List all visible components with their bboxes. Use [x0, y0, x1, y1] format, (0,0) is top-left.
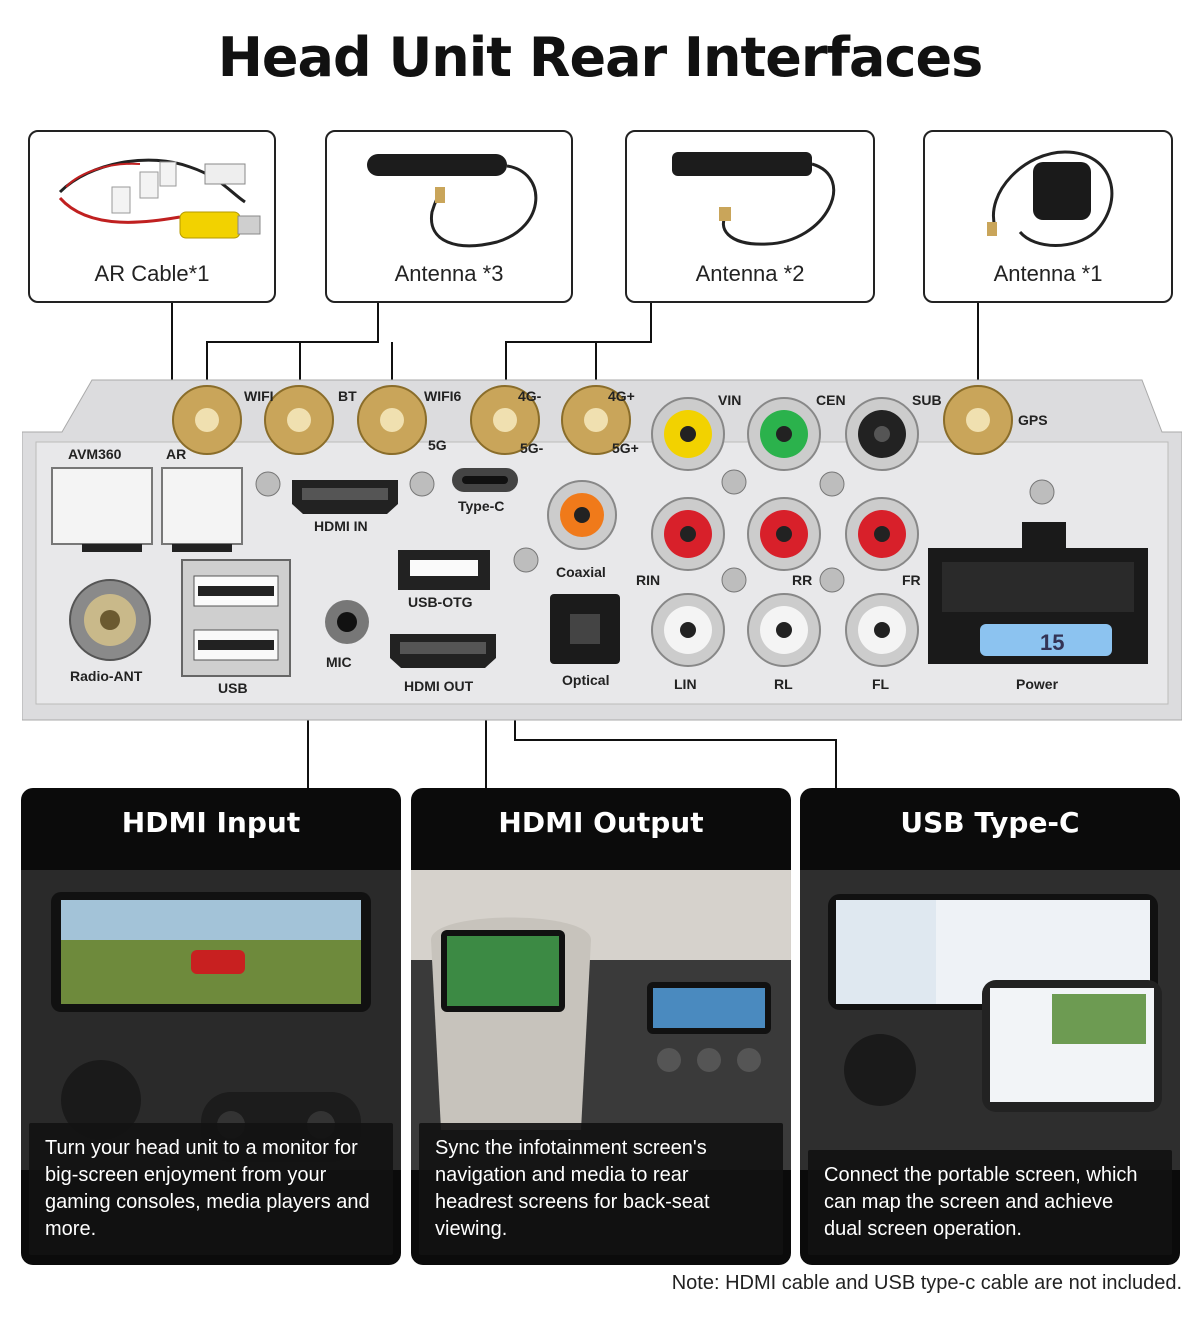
sma-connectors: [172, 385, 1013, 455]
headrest-screen-icon: [411, 870, 791, 1170]
antenna-2-box: Antenna *2: [625, 130, 875, 303]
card-caption: Turn your head unit to a monitor for big…: [29, 1123, 393, 1255]
label-usb: USB: [218, 680, 248, 696]
card-caption: Connect the portable screen, which can m…: [808, 1150, 1172, 1255]
label-gps: GPS: [1018, 412, 1048, 428]
page-title: Head Unit Rear Interfaces: [217, 26, 984, 89]
label-power: Power: [1016, 676, 1059, 692]
gps-antenna-icon: [987, 150, 1114, 247]
label-cen: CEN: [816, 392, 846, 408]
antenna-3-label: Antenna *3: [394, 261, 504, 286]
label-wifi: WIFI: [244, 388, 274, 404]
ar-cable-icon: [58, 158, 261, 239]
card-caption: Sync the infotainment screen's navigatio…: [419, 1123, 783, 1255]
ar-cable-label: AR Cable*1: [94, 261, 210, 286]
antenna-1-box: Antenna *1: [923, 130, 1173, 303]
label-rin: RIN: [636, 572, 661, 588]
card-title: USB Type-C: [900, 806, 1080, 839]
fuse-value: 15: [1040, 630, 1065, 655]
label-vin: VIN: [718, 392, 742, 408]
card-usb-type-c: USB Type-C Connect the portable screen, …: [800, 788, 1180, 1265]
dual-screen-icon: [800, 870, 1180, 1170]
card-hdmi-output: HDMI Output Sync the infotainment screen…: [411, 788, 791, 1265]
card-title: HDMI Output: [498, 806, 704, 839]
label-rr: RR: [792, 572, 813, 588]
label-hdmi-in: HDMI IN: [314, 518, 368, 534]
label-5g-plus: 5G+: [612, 440, 639, 456]
label-sub: SUB: [912, 392, 942, 408]
wifi-bt-antenna-icon: [367, 154, 538, 248]
footnote: Note: HDMI cable and USB type-c cable ar…: [671, 1272, 1182, 1294]
label-5g-minus: 5G-: [520, 440, 544, 456]
label-rl: RL: [774, 676, 793, 692]
label-lin: LIN: [674, 676, 697, 692]
antenna-2-label: Antenna *2: [695, 261, 805, 286]
rear-panel: [22, 379, 1182, 721]
label-fr: FR: [902, 572, 921, 588]
label-type-c: Type-C: [458, 498, 505, 514]
label-usb-otg: USB-OTG: [408, 594, 473, 610]
card-title: HDMI Input: [121, 806, 301, 839]
label-avm360: AVM360: [68, 446, 122, 462]
label-coaxial: Coaxial: [556, 564, 606, 580]
card-hdmi-input: HDMI Input Turn your head unit to a moni…: [21, 788, 401, 1265]
label-radio-ant: Radio-ANT: [70, 668, 143, 684]
antenna-1-label: Antenna *1: [993, 261, 1103, 286]
ar-cable-box: AR Cable*1: [28, 130, 276, 303]
antenna-3-box: Antenna *3: [325, 130, 573, 303]
label-bt: BT: [338, 388, 357, 404]
label-5g: 5G: [428, 437, 447, 453]
label-mic: MIC: [326, 654, 352, 670]
label-ar: AR: [166, 446, 187, 462]
label-wifi6: WIFI6: [424, 388, 462, 404]
label-4g-minus: 4G-: [518, 388, 542, 404]
label-4g-plus: 4G+: [608, 388, 635, 404]
label-optical: Optical: [562, 672, 610, 688]
4g-antenna-icon: [672, 152, 836, 246]
label-fl: FL: [872, 676, 890, 692]
label-hdmi-out: HDMI OUT: [404, 678, 474, 694]
